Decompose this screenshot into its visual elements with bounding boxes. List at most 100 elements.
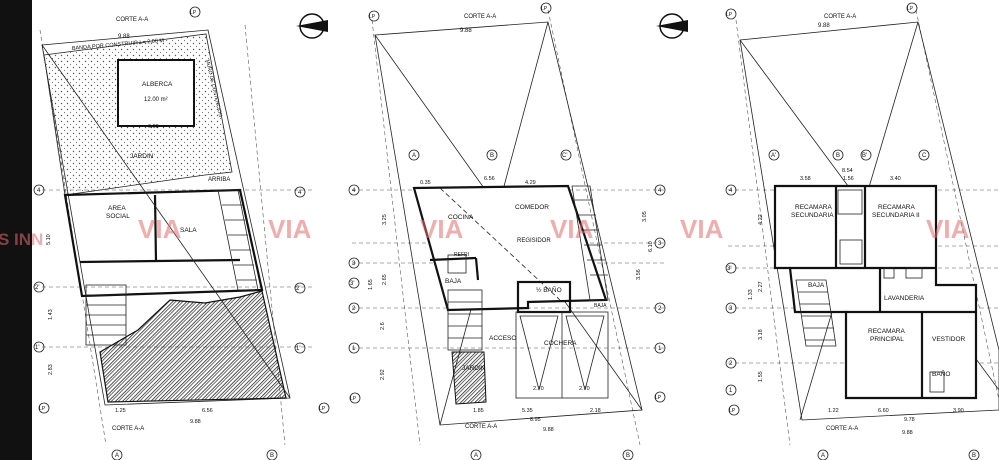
via-watermark-1: VIA — [138, 214, 182, 244]
p3-grid-3-left: 3 — [729, 306, 733, 312]
dim-top-2: 9.88 — [460, 28, 472, 34]
edge-watermark: S INN — [0, 230, 43, 249]
p3-grid-b-top: B — [836, 153, 840, 159]
section-bottom-label: CORTE A-A — [112, 426, 144, 432]
via-watermark-4: VIA — [550, 214, 594, 244]
plan-first-floor: CORTE A-A 9.88 0.35 6.56 4.29 COMEDOR CO… — [348, 2, 688, 460]
p3-grid-lp-top-right: LP — [907, 6, 914, 12]
p3-dim-side-4: 3.18 — [758, 329, 764, 340]
dim-side-right-3: 6.10 — [648, 241, 654, 252]
garden-label: JARDIN — [130, 153, 154, 160]
grid-bubble-1p-right: 1' — [296, 346, 300, 352]
dim-side-left-3: 1.65 — [368, 279, 374, 290]
pool — [117, 59, 195, 127]
laundry-label: LAVANDERIA — [884, 295, 925, 302]
p2-grid-1-right: 1 — [658, 346, 662, 352]
section-bottom-label-3: CORTE A-A — [826, 426, 858, 432]
p3-grid-ap-top: A' — [771, 153, 776, 159]
p3-down-label: BAJA — [808, 282, 825, 289]
master-label-b: PRINCIPAL — [870, 336, 904, 343]
grid-bubble-lp-left: LP — [39, 406, 46, 412]
dim-bottom-3: 9.88 — [190, 419, 201, 425]
dim-side-right-1: 3.05 — [642, 211, 648, 222]
grid-bubble-4-right: 4 — [298, 190, 302, 196]
garage-dim-1: 2.70 — [533, 386, 544, 392]
dim-bottom-1: 1.25 — [115, 408, 126, 414]
area-social-label-2: SOCIAL — [106, 213, 130, 220]
closet-label: VESTIDOR — [932, 336, 966, 343]
p3-dim-row-4: 8.54 — [842, 168, 853, 174]
bed-sec-2-label-b: SECUNDARIA II — [872, 212, 920, 219]
fridge-label: REFRI — [454, 252, 469, 258]
left-black-band — [0, 0, 32, 460]
p3-grid-2-left: 2 — [729, 361, 733, 367]
terrain-hatch — [99, 290, 287, 403]
p3-dim-bottom-1: 1.22 — [828, 408, 839, 414]
p3-dim-bottom-2: 6.60 — [878, 408, 889, 414]
p3-dim-row-3: 3.40 — [890, 176, 901, 182]
p2-grid-cp-top: C' — [562, 153, 567, 159]
p3-grid-bp-top: B' — [862, 153, 867, 159]
p3-grid-3p-left: 3' — [727, 266, 731, 272]
p2-grid-b-bottom: B — [626, 453, 630, 459]
p3-dim-side-3: 1.33 — [748, 289, 754, 300]
p3-grid-lp-top-left: LP — [726, 12, 733, 18]
p2-grid-3-right: 3 — [658, 241, 662, 247]
p2-grid-4-left: 4 — [352, 188, 356, 194]
dim-side-2: 1.43 — [48, 309, 54, 320]
grid-bubble-4-left: 4 — [37, 188, 41, 194]
dining-label: COMEDOR — [515, 204, 549, 211]
living-label: SALA — [180, 227, 197, 234]
p2-grid-a-top: A — [412, 153, 416, 159]
grid-bubble-1p-left: 1' — [35, 345, 39, 351]
section-bottom-label-2: CORTE A-A — [465, 424, 497, 430]
dim-bottom-p2-3: 2.18 — [590, 408, 601, 414]
via-watermark-6: VIA — [926, 214, 970, 244]
dim-side-left-4: 2.6 — [380, 322, 386, 330]
area-social-label-1: AREA — [108, 205, 126, 212]
kitchen-label: COCINA — [448, 214, 474, 221]
p3-dim-side-1: 4.22 — [758, 214, 764, 225]
p3-grid-c-top: C — [922, 153, 927, 159]
dim-top: 9.88 — [118, 34, 130, 40]
p2-grid-4-right: 4 — [658, 188, 662, 194]
north-arrow-icon — [296, 13, 328, 39]
down2-label: BAJA — [594, 303, 607, 309]
pool-dim: 6.00 — [148, 124, 159, 130]
p2-grid-lp-top-right: LP — [541, 6, 548, 12]
dim-side-left-1: 3.25 — [382, 214, 388, 225]
upper-floor-fill — [412, 184, 608, 312]
sideboard-label: REGISIDOR — [517, 238, 551, 244]
section-top-label: CORTE A-A — [116, 17, 148, 23]
garage-dim-2: 2.70 — [579, 386, 590, 392]
p2-grid-3p-left: 3' — [350, 281, 354, 287]
dim-bottom-p2-5: 9.88 — [543, 427, 554, 433]
dim-side-3: 2.83 — [48, 364, 54, 375]
dim-bottom-p2-4: 8.95 — [530, 417, 541, 423]
bed-sec-1-label-b: SECUNDARIA I — [791, 212, 837, 219]
dim-bottom-2: 6.56 — [202, 408, 213, 414]
section-top-label-3: CORTE A-A — [824, 14, 856, 20]
garden-label-2: JARDIN — [462, 365, 486, 372]
entry-label: ACCESO — [489, 335, 516, 342]
plan-second-floor: CORTE A-A 9.88 3.58 1.56 3.40 8.54 RECAM… — [725, 2, 999, 460]
p2-grid-lp-top-left: LP — [369, 14, 376, 20]
p3-dim-bottom-3: 3.90 — [953, 408, 964, 414]
bath-label: BAÑO — [932, 369, 950, 378]
grid-bubble-2p-right: 2' — [296, 286, 300, 292]
p2-grid-lp-left: LP — [350, 396, 357, 402]
north-arrow-icon-2 — [656, 13, 688, 39]
p3-dim-bottom-5: 9.88 — [902, 430, 913, 436]
dim-row-1: 0.35 — [420, 180, 431, 186]
p3-dim-side-5: 1.55 — [758, 371, 764, 382]
pool-label: ALBERCA — [142, 81, 173, 88]
grid-bubble-lp-right: LP — [319, 406, 326, 412]
garden-hatch-small — [451, 351, 487, 405]
p3-grid-1-left: 1 — [729, 388, 733, 394]
garage-label: COCHERA — [544, 340, 577, 347]
bed-sec-1-label-a: RECAMARA — [795, 204, 833, 211]
p2-grid-lp-right: LP — [655, 395, 662, 401]
p2-grid-2-right: 2 — [658, 306, 662, 312]
dim-side-left-5: 2.92 — [380, 369, 386, 380]
